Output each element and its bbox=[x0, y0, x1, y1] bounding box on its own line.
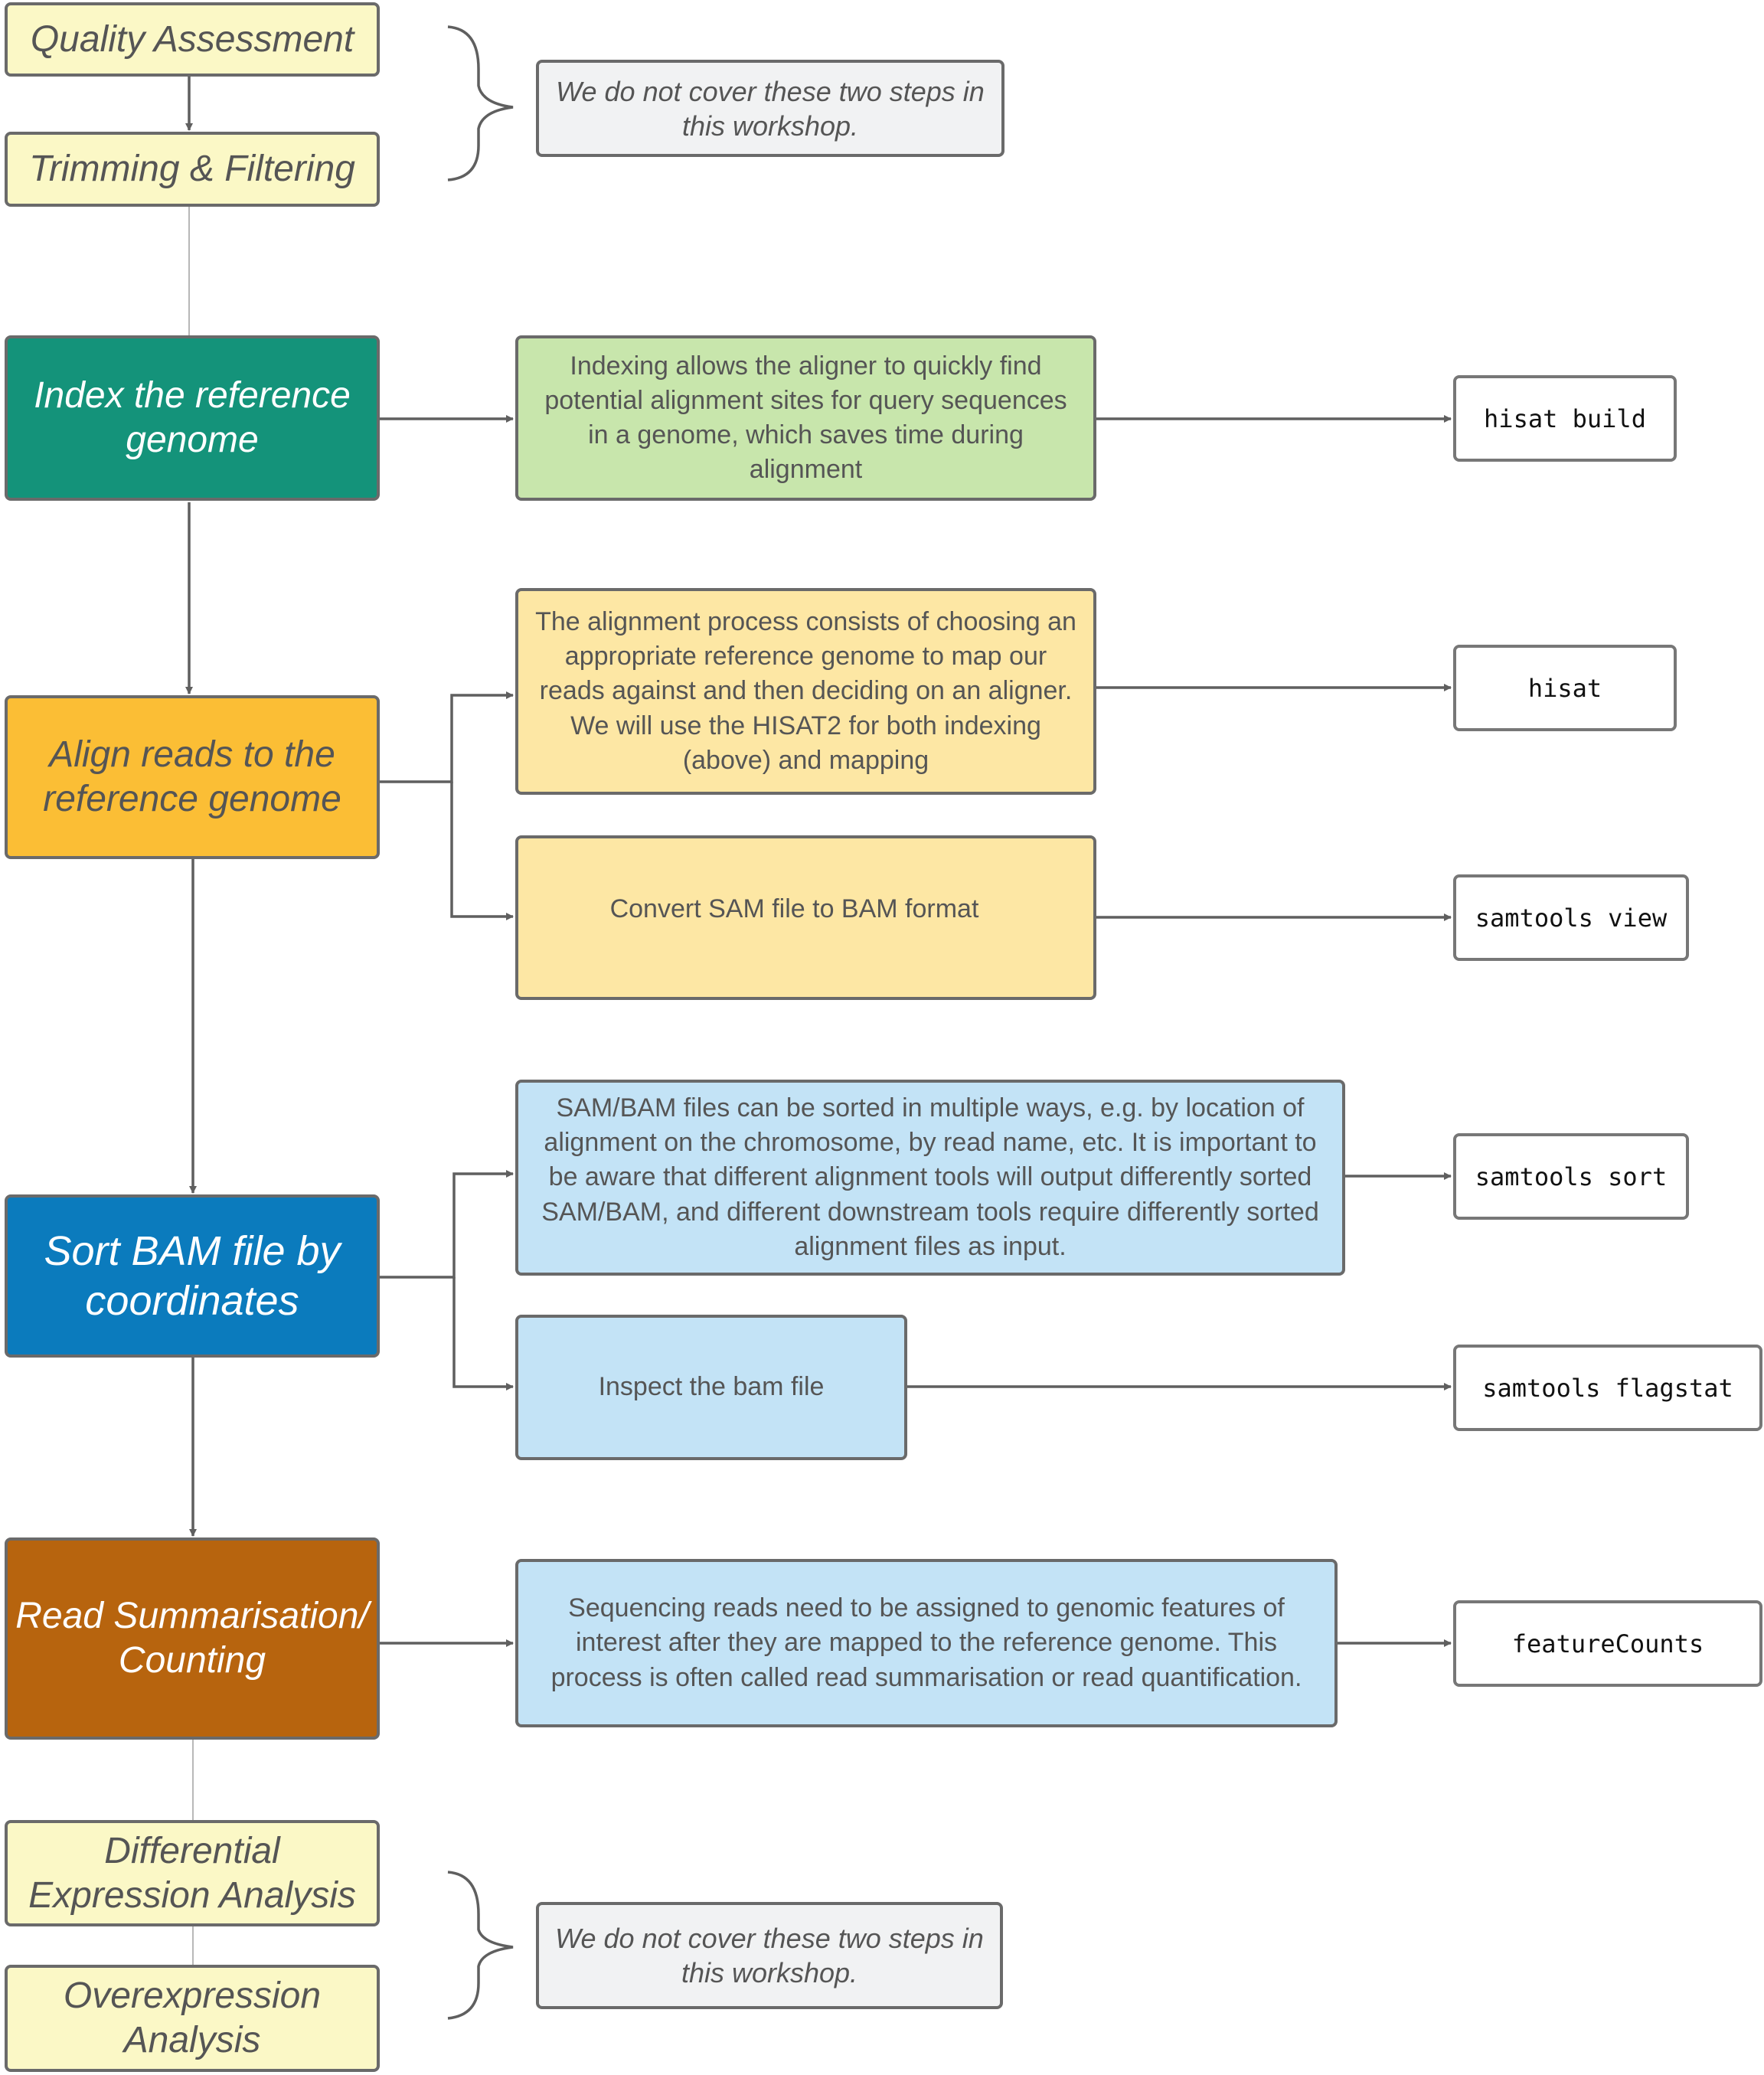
arrow-align-to-desc bbox=[378, 691, 514, 783]
tool-hisat: hisat bbox=[1453, 645, 1677, 731]
step-align-reads: Align reads to the reference genome bbox=[5, 695, 380, 859]
desc-inspect-bam: Inspect the bam file bbox=[515, 1315, 907, 1460]
arrow-sort-to-desc bbox=[378, 1170, 514, 1279]
note-not-covered-top: We do not cover these two steps in this … bbox=[536, 60, 1004, 157]
tool-samtools-view: samtools view bbox=[1453, 874, 1689, 961]
arrow-align-to-convert bbox=[450, 782, 514, 920]
desc-convert-sam-bam: Convert SAM file to BAM format bbox=[515, 835, 1096, 1000]
step-quality-assessment: Quality Assessment bbox=[5, 2, 380, 77]
desc-convert-sam-bam-text: Convert SAM file to BAM format bbox=[609, 894, 979, 923]
step-read-summarisation: Read Summarisation/ Counting bbox=[5, 1537, 380, 1740]
tool-hisat-build: hisat build bbox=[1453, 375, 1677, 462]
tool-samtools-sort: samtools sort bbox=[1453, 1133, 1689, 1220]
step-differential-expression: Differential Expression Analysis bbox=[5, 1820, 380, 1926]
tool-samtools-flagstat: samtools flagstat bbox=[1453, 1345, 1762, 1431]
desc-sorting: SAM/BAM files can be sorted in multiple … bbox=[515, 1080, 1345, 1276]
step-sort-bam: Sort BAM file by coordinates bbox=[5, 1194, 380, 1358]
brace-bottom bbox=[447, 1871, 514, 2020]
desc-alignment: The alignment process consists of choosi… bbox=[515, 588, 1096, 795]
desc-indexing: Indexing allows the aligner to quickly f… bbox=[515, 335, 1096, 501]
tool-featurecounts: featureCounts bbox=[1453, 1600, 1762, 1687]
step-index-reference-genome: Index the reference genome bbox=[5, 335, 380, 501]
step-trimming-filtering: Trimming & Filtering bbox=[5, 132, 380, 207]
note-not-covered-bottom: We do not cover these two steps in this … bbox=[536, 1902, 1003, 2009]
step-overexpression: Overexpression Analysis bbox=[5, 1965, 380, 2072]
desc-read-summarisation: Sequencing reads need to be assigned to … bbox=[515, 1559, 1338, 1727]
arrow-sort-to-inspect bbox=[452, 1277, 514, 1390]
brace-top bbox=[447, 25, 514, 181]
